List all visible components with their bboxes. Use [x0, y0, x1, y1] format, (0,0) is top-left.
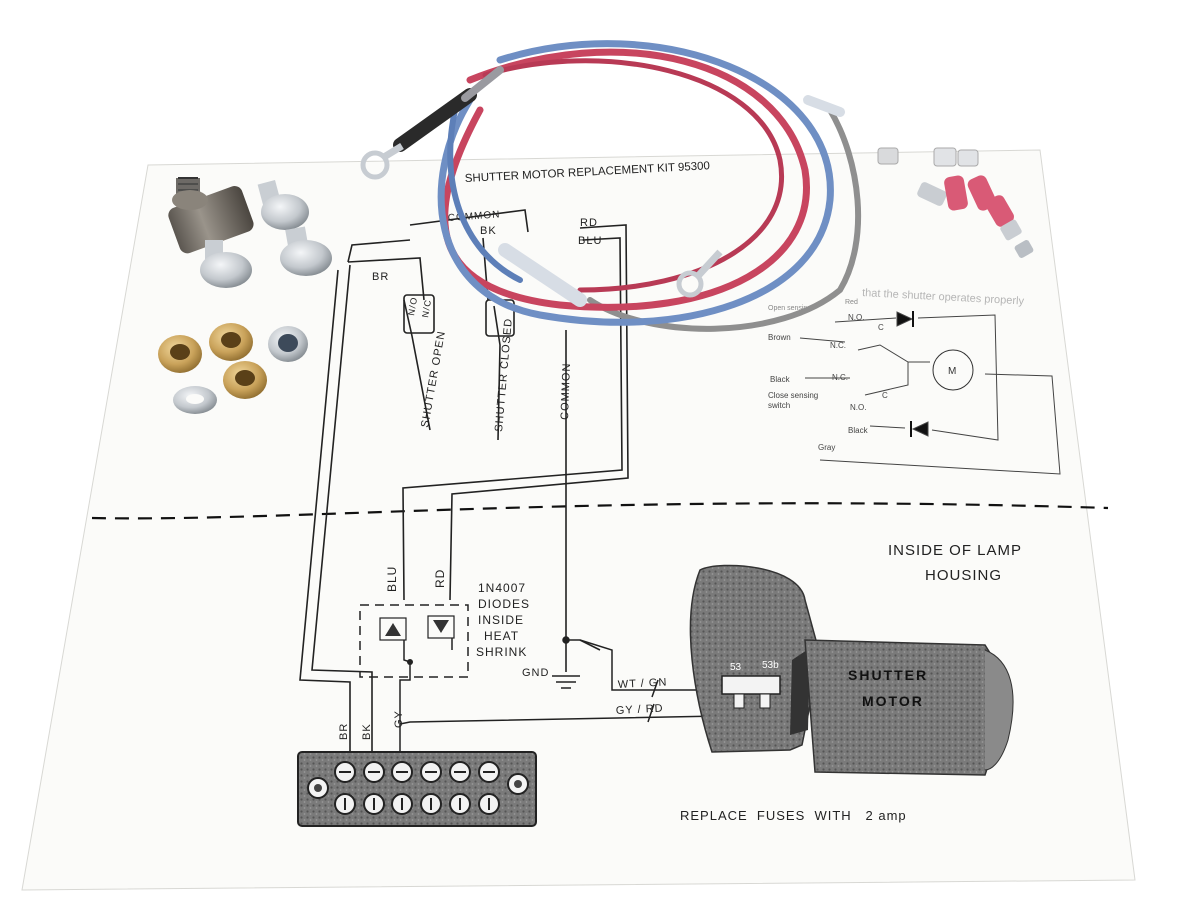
label-gy-rd: GY / RD [616, 703, 664, 717]
diode-block [359, 604, 469, 760]
blue-wire-2 [447, 107, 523, 283]
label-c-1: C [878, 323, 884, 332]
ring-terminal-1 [360, 143, 404, 180]
label-red: Red [845, 299, 858, 306]
label-close-sensing: Close sensing [768, 391, 818, 400]
diode-note: 1N4007 DIODES INSIDE HEAT SHRINK [476, 581, 530, 659]
black-heatshrink [393, 88, 477, 152]
label-nc-2: N.C. [832, 373, 848, 382]
top-wiring [299, 209, 629, 760]
ground-symbol [552, 636, 580, 689]
diode-note-line-5: SHRINK [476, 645, 527, 659]
loose-connectors [877, 147, 1034, 258]
gray-wire [587, 107, 862, 332]
label-no: N/O [406, 296, 419, 316]
diode-note-line-1: 1N4007 [478, 581, 526, 595]
label-br-top: BR [372, 271, 389, 283]
screw-part-3 [200, 240, 252, 288]
label-no-2: N.O. [850, 403, 866, 412]
label-black-2: Black [848, 426, 869, 435]
label-shutter-motor-2: MOTOR [862, 693, 924, 709]
brass-bushings [158, 323, 267, 399]
label-blu-top: BLU [578, 235, 602, 247]
label-bk-lower: BK [361, 723, 373, 740]
standoff-part [168, 177, 254, 254]
motor-leads [399, 639, 740, 725]
label-blu-lower: BLU [385, 566, 399, 592]
label-gy-lower: GY [393, 710, 405, 728]
label-terminal-53b: 53b [762, 660, 779, 671]
label-c-2: C [882, 391, 888, 400]
label-motor-m: M [948, 366, 956, 377]
label-no-1: N.O. [848, 313, 864, 322]
diode-symbol-right [433, 620, 449, 633]
label-inside-lamp-1: INSIDE OF LAMP [888, 542, 1022, 559]
label-wt-gn: WT / GN [618, 676, 668, 691]
label-rd-lower: RD [433, 569, 447, 588]
label-switch: switch [768, 401, 790, 410]
label-black-1: Black [770, 375, 791, 384]
fuses-note: REPLACE FUSES WITH 2 amp [680, 808, 907, 823]
terminal-screws [334, 761, 500, 815]
diode-note-line-4: HEAT [484, 629, 519, 643]
ring-terminal-2 [676, 249, 723, 298]
hardware-parts [158, 177, 332, 414]
terminal-strip [297, 751, 537, 827]
label-common-vertical: COMMON [559, 362, 573, 420]
label-shutter-motor-1: SHUTTER [848, 667, 928, 683]
label-br-lower: BR [338, 723, 350, 740]
label-gray: Gray [818, 443, 835, 452]
dashed-divider [91, 502, 1109, 520]
lock-washer [173, 386, 217, 414]
label-bk-top: BK [480, 225, 497, 237]
label-terminal-53: 53 [730, 662, 742, 673]
nylon-lock-nut [268, 326, 308, 362]
screw-part-2 [280, 226, 332, 276]
lamp-housing-block [689, 564, 821, 753]
screw-part-1 [257, 180, 309, 230]
diode-note-line-2: DIODES [478, 597, 530, 611]
label-rd-top: RD [580, 217, 598, 229]
label-nc: N/C [420, 298, 433, 318]
label-open-sensing: Open sensing [768, 305, 811, 312]
label-gnd: GND [522, 667, 549, 679]
shutter-motor-block [804, 639, 1014, 776]
motor-schematic [799, 311, 1061, 475]
diode-note-line-3: INSIDE [478, 613, 524, 627]
blue-wire [437, 40, 834, 326]
instruction-sheet [21, 149, 1136, 891]
label-nc-1: N.C. [830, 341, 846, 350]
motor-symbol [932, 349, 974, 391]
label-inside-lamp-2: HOUSING [925, 567, 1002, 584]
label-brown: Brown [768, 333, 791, 342]
diode-symbol-left [385, 623, 401, 636]
